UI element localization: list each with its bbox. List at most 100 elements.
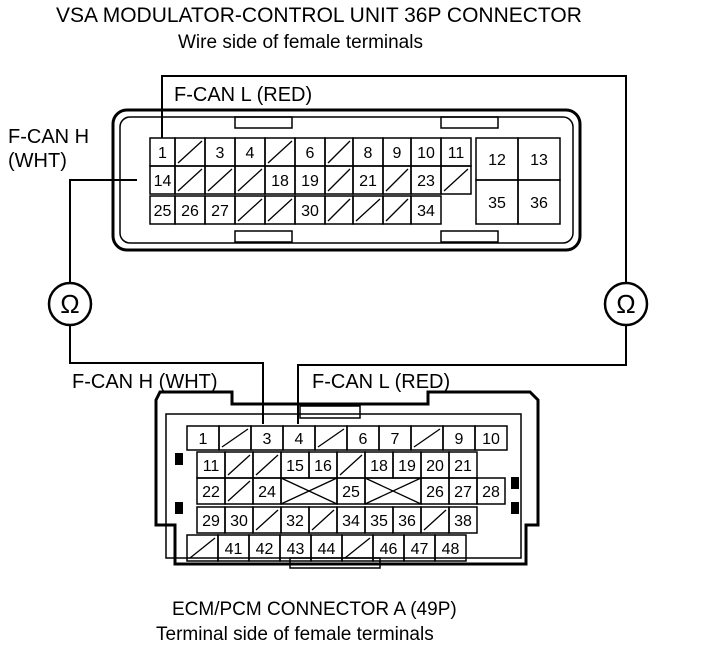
- terminal-number: 30: [230, 513, 248, 530]
- terminal-number: 30: [301, 203, 319, 220]
- fcan-l-label-top: F-CAN L (RED): [174, 84, 312, 106]
- empty-terminal-slash: [267, 140, 293, 164]
- empty-terminal-slash: [311, 509, 335, 531]
- ohmmeter-right: [603, 281, 649, 327]
- terminal-number: 9: [393, 145, 402, 162]
- terminal-number: 13: [530, 152, 548, 169]
- test-wiring: [47, 75, 649, 424]
- terminal-cell: [517, 179, 561, 225]
- terminal-number: 35: [488, 195, 506, 212]
- fcan-l-wire-bottom: [297, 325, 627, 424]
- terminal-number: 6: [306, 145, 315, 162]
- terminal-cell: [440, 165, 472, 195]
- terminal-number: 27: [211, 203, 229, 220]
- terminal-number: 35: [370, 513, 388, 530]
- empty-terminal-slash: [227, 480, 251, 502]
- terminal-number: 1: [199, 431, 208, 448]
- terminal-number: 14: [154, 173, 172, 190]
- terminal-number: 25: [154, 203, 172, 220]
- ecm-key-left-2: [175, 502, 183, 514]
- empty-terminal-slash: [385, 198, 409, 222]
- terminal-number: 1: [158, 145, 167, 162]
- terminal-number: 28: [482, 484, 500, 501]
- empty-terminal-slash: [189, 537, 216, 559]
- fcan-h-wire-top: [69, 179, 137, 283]
- terminal-number: 6: [359, 431, 368, 448]
- terminal-number: 12: [488, 152, 506, 169]
- empty-terminal-slash: [385, 168, 409, 192]
- terminal-number: 47: [411, 541, 429, 558]
- terminal-number: 26: [181, 203, 199, 220]
- terminal-number: 27: [454, 484, 472, 501]
- terminal-cross-b: [364, 477, 422, 505]
- terminal-number: 15: [286, 458, 304, 475]
- terminal-number: 21: [454, 458, 472, 475]
- ecm-connector: [154, 390, 540, 569]
- terminal-number: 29: [202, 513, 220, 530]
- terminal-number: 10: [482, 431, 500, 448]
- empty-terminal-slash: [413, 428, 441, 448]
- terminal-number: 16: [314, 458, 332, 475]
- terminal-number: 3: [263, 431, 272, 448]
- terminal-number: 26: [426, 484, 444, 501]
- empty-terminal-slash: [327, 168, 351, 192]
- terminal-number: 19: [398, 458, 416, 475]
- empty-terminal-slash: [267, 198, 293, 222]
- empty-terminal-slash: [327, 198, 351, 222]
- ecm-connector-subtitle: Terminal side of female terminals: [156, 624, 434, 645]
- fcan-h-label-top: F-CAN H: [8, 126, 89, 148]
- fcan-h-label-bottom: F-CAN H (WHT): [72, 371, 218, 393]
- terminal-number: 48: [442, 541, 460, 558]
- vsa-bottom-latch-left: [234, 230, 293, 243]
- terminal-cell: [476, 477, 506, 505]
- empty-terminal-slash: [227, 454, 251, 476]
- terminal-cell: [410, 195, 442, 225]
- terminal-number: 32: [286, 513, 304, 530]
- terminal-number: 42: [256, 541, 274, 558]
- empty-terminal-slash: [207, 168, 233, 192]
- vsa-top-latch-left: [234, 116, 293, 129]
- ecm-connector-title: ECM/PCM CONNECTOR A (49P): [172, 599, 457, 620]
- empty-terminal-slash: [177, 168, 203, 192]
- empty-terminal-slash: [443, 168, 469, 192]
- ecm-key-left-1: [175, 453, 183, 465]
- terminal-cell: [434, 534, 467, 562]
- empty-terminal-slash: [317, 428, 345, 448]
- terminal-number: 44: [318, 541, 336, 558]
- ecm-key-right-2: [511, 502, 519, 514]
- terminal-number: 4: [246, 145, 255, 162]
- terminal-number: 36: [530, 195, 548, 212]
- ohm-icon: Ω: [60, 289, 79, 319]
- terminal-number: 20: [426, 458, 444, 475]
- empty-terminal-slash: [237, 168, 263, 192]
- ecm-bottom-latch: [289, 557, 381, 569]
- fcan-h-wire-bottom: [69, 325, 264, 424]
- empty-terminal-slash: [177, 140, 203, 164]
- terminal-number: 36: [398, 513, 416, 530]
- ohmmeter-left: [47, 281, 93, 327]
- terminal-number: 8: [364, 145, 373, 162]
- terminal-number: 43: [287, 541, 305, 558]
- empty-terminal-slash: [355, 198, 381, 222]
- terminal-number: 41: [225, 541, 243, 558]
- empty-terminal-slash: [237, 198, 263, 222]
- empty-terminal-slash: [423, 509, 447, 531]
- terminal-cell: [448, 506, 478, 534]
- terminal-cell: [474, 425, 508, 451]
- empty-terminal-slash: [327, 140, 351, 164]
- empty-terminal-slash: [221, 428, 249, 448]
- terminal-number: 7: [391, 431, 400, 448]
- ecm-top-latch: [299, 405, 361, 419]
- empty-terminal-slash: [255, 454, 279, 476]
- vsa-connector-title: VSA MODULATOR-CONTROL UNIT 36P CONNECTOR: [56, 4, 582, 27]
- terminal-cross-b: [280, 477, 338, 505]
- empty-terminal-slash: [344, 537, 371, 559]
- terminal-number: 11: [203, 458, 220, 475]
- terminal-number: 21: [359, 173, 377, 190]
- terminal-number: 9: [455, 431, 464, 448]
- terminal-number: 25: [342, 484, 360, 501]
- ecm-key-right-1: [511, 477, 519, 489]
